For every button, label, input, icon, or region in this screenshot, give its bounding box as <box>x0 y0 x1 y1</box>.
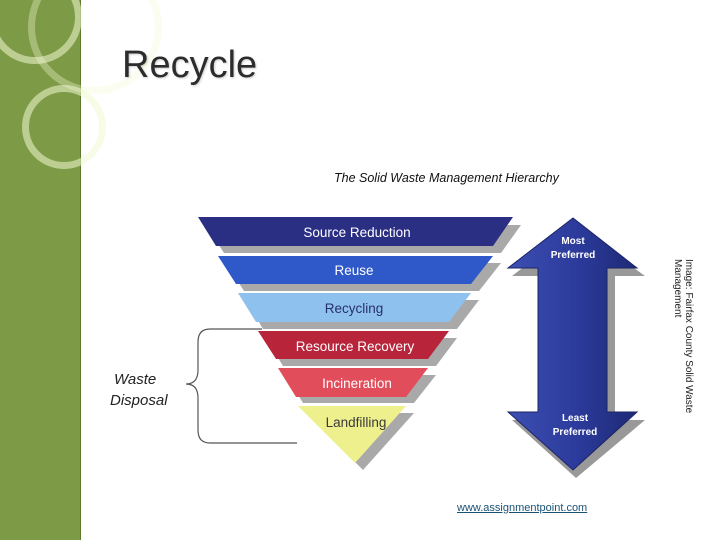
level-label-recycling: Recycling <box>325 301 384 316</box>
level-label-landfilling: Landfilling <box>326 415 387 430</box>
bracket-label-disposal: Disposal <box>110 392 168 409</box>
level-label-source-reduction: Source Reduction <box>303 225 410 240</box>
level-label-incineration: Incineration <box>322 376 392 391</box>
level-band-landfilling <box>298 406 406 463</box>
decorative-ring-bottom <box>22 85 106 169</box>
level-band-reuse <box>218 256 493 284</box>
double-arrow-preference <box>506 217 639 471</box>
arrow-label-most: Most <box>561 236 585 247</box>
image-credit-line1: Image: Fairfax County Solid Waste <box>683 259 694 414</box>
level-band-recycling <box>238 293 471 322</box>
source-link[interactable]: www.assignmentpoint.com <box>457 502 588 514</box>
arrow-label-preferred-top: Preferred <box>551 250 595 261</box>
decorative-ring-large <box>28 0 162 94</box>
level-label-resource-recovery: Resource Recovery <box>296 339 415 354</box>
level-label-reuse: Reuse <box>334 263 373 278</box>
sidebar-decoration <box>0 0 162 540</box>
level-band-resource-recovery <box>258 331 449 359</box>
image-credit: Image: Fairfax County Solid Waste Manage… <box>672 259 712 431</box>
diagram-title: The Solid Waste Management Hierarchy <box>334 171 559 185</box>
slide-title: Recycle <box>122 44 258 86</box>
waste-disposal-bracket <box>185 328 297 444</box>
bracket-label-waste: Waste <box>114 371 156 388</box>
arrow-label-preferred-bottom: Preferred <box>553 427 597 438</box>
level-band-incineration <box>278 368 428 397</box>
arrow-label-least: Least <box>562 413 589 424</box>
level-band-source-reduction <box>198 217 513 246</box>
image-credit-line2: Management <box>672 259 683 318</box>
